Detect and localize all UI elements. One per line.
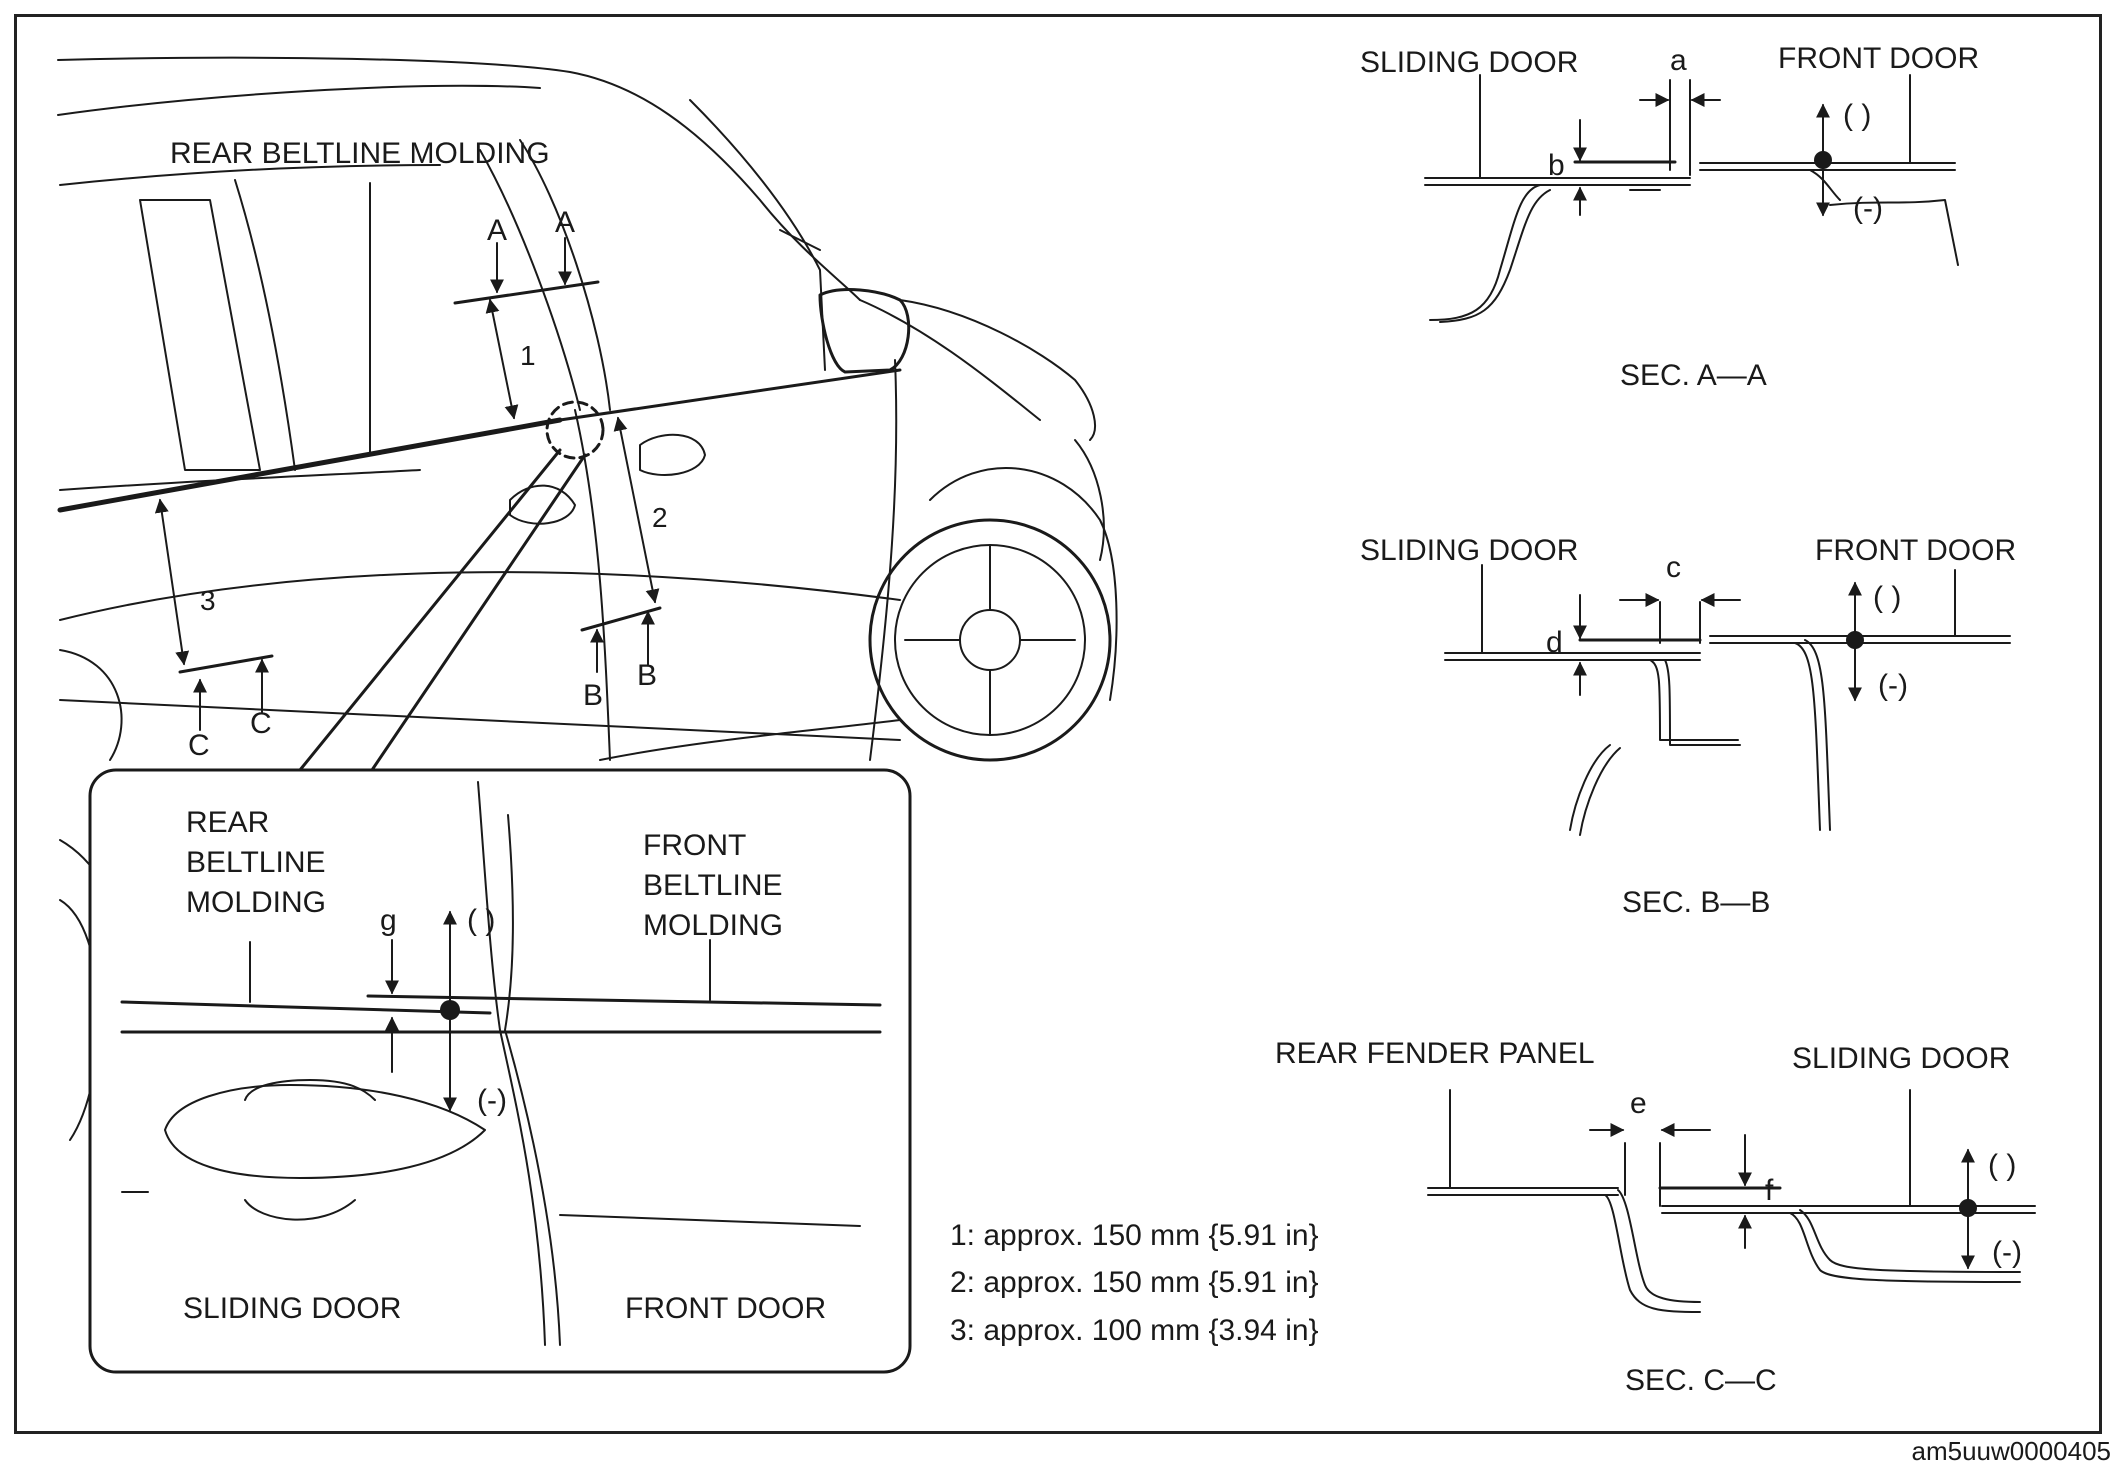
rear-molding-label-3: MOLDING <box>186 886 326 919</box>
figure-frame <box>14 14 2102 1434</box>
dimension-2-label: 2 <box>652 502 668 533</box>
section-aa-plus: ( ) <box>1843 99 1871 132</box>
section-a-label-left: A <box>487 214 507 247</box>
section-c-label-right: C <box>250 707 272 740</box>
section-a-label-right: A <box>555 206 575 239</box>
section-aa-pivot <box>1814 151 1832 169</box>
plus-direction-label: ( ) <box>467 904 495 937</box>
detail-sliding-door-label: SLIDING DOOR <box>183 1292 401 1325</box>
front-molding-label-2: BELTLINE <box>643 869 783 902</box>
section-a-marker <box>453 237 600 420</box>
section-cc-plus: ( ) <box>1988 1149 2016 1182</box>
front-molding-label-1: FRONT <box>643 829 746 862</box>
detail-inset <box>88 768 912 1374</box>
section-cc-caption: SEC. C—C <box>1625 1364 1777 1397</box>
figure-code: am5uuw0000405 <box>1911 1436 2112 1466</box>
gap-g-label: g <box>380 904 397 937</box>
detail-front-door-label: FRONT DOOR <box>625 1292 826 1325</box>
section-aa-left-label: SLIDING DOOR <box>1360 46 1578 79</box>
section-bb-plus: ( ) <box>1873 581 1901 614</box>
section-bb-right-label: FRONT DOOR <box>1815 534 2016 567</box>
dimension-1-label: 1 <box>520 340 536 371</box>
section-aa-drawing <box>1424 74 1959 323</box>
section-bb-pivot <box>1846 631 1864 649</box>
section-b-marker <box>580 416 662 673</box>
section-aa-gap-a: a <box>1670 44 1687 77</box>
section-bb-left-label: SLIDING DOOR <box>1360 534 1578 567</box>
section-cc-pivot <box>1959 1199 1977 1217</box>
section-c-marker <box>154 498 274 731</box>
front-molding-label-3: MOLDING <box>643 909 783 942</box>
note-3: 3: approx. 100 mm {3.94 in} <box>950 1314 1319 1347</box>
section-bb-minus: (-) <box>1878 669 1908 702</box>
section-cc-drawing <box>1427 1089 2036 1313</box>
section-c-label-left: C <box>188 729 210 762</box>
minus-direction-label: (-) <box>477 1084 507 1117</box>
section-b-label-left: B <box>583 679 603 712</box>
section-aa-right-label: FRONT DOOR <box>1778 42 1979 75</box>
section-bb-gap-c: c <box>1666 551 1681 584</box>
section-cc-gap-e: e <box>1630 1087 1647 1120</box>
section-cc-right-label: SLIDING DOOR <box>1792 1042 2010 1075</box>
section-aa-caption: SEC. A—A <box>1620 359 1767 392</box>
section-aa-gap-b: b <box>1548 149 1565 182</box>
rear-molding-label-2: BELTLINE <box>186 846 326 879</box>
section-bb-drawing <box>1444 564 2011 836</box>
section-b-label-right: B <box>637 659 657 692</box>
section-bb-caption: SEC. B—B <box>1622 886 1770 919</box>
note-2: 2: approx. 150 mm {5.91 in} <box>950 1266 1319 1299</box>
section-aa-minus: (-) <box>1853 192 1883 225</box>
rear-beltline-molding-line <box>57 182 902 513</box>
section-cc-gap-f: f <box>1765 1174 1774 1207</box>
note-1: 1: approx. 150 mm {5.91 in} <box>950 1219 1319 1252</box>
dimension-3-label: 3 <box>200 585 216 616</box>
section-bb-gap-d: d <box>1546 626 1563 659</box>
detail-callout <box>298 400 605 772</box>
rear-beltline-molding-label: REAR BELTLINE MOLDING <box>170 137 550 170</box>
section-cc-left-label: REAR FENDER PANEL <box>1275 1037 1595 1070</box>
pivot-dot <box>440 1000 460 1020</box>
section-cc-minus: (-) <box>1992 1236 2022 1269</box>
rear-molding-label-1: REAR <box>186 806 269 839</box>
